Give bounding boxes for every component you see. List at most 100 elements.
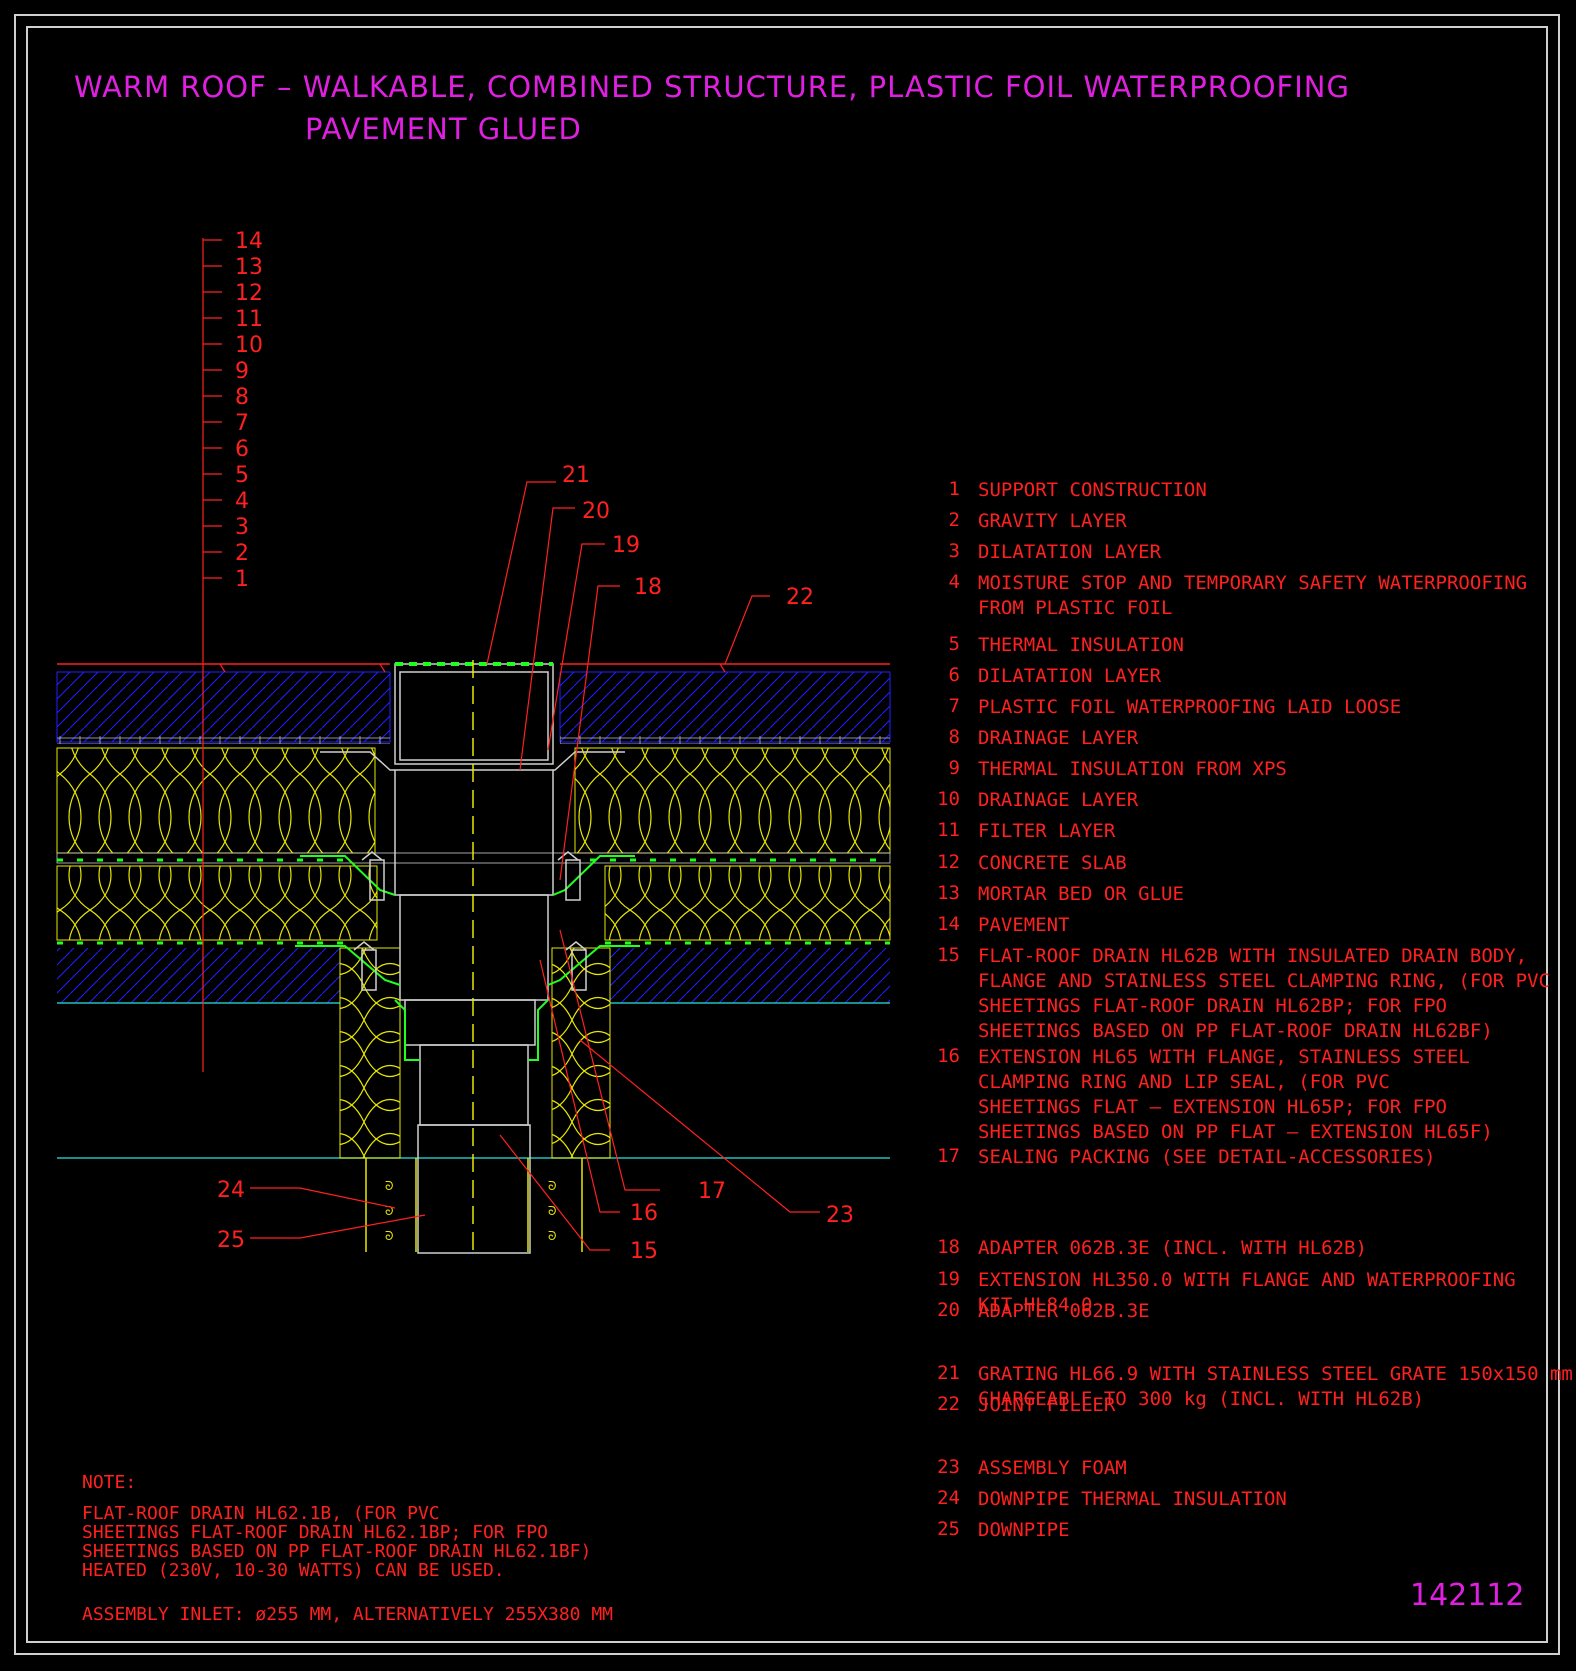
- legend-number: 10: [937, 788, 960, 810]
- layer-tag: 12: [235, 281, 263, 306]
- callout-15: 15: [630, 1239, 658, 1264]
- drawing-border-inner: [26, 26, 1548, 1643]
- concrete-slab: [57, 948, 890, 1159]
- pavement-layer: [56, 663, 891, 744]
- clamping-bolts: [353, 851, 587, 991]
- layer-tag: 2: [235, 541, 249, 566]
- legend-text: ASSEMBLY FOAM: [978, 1457, 1127, 1479]
- legend-number: 19: [937, 1268, 960, 1290]
- callout-25: 25: [217, 1228, 245, 1253]
- legend-text: GRAVITY LAYER: [978, 510, 1127, 532]
- xps-insulation-upper: [56, 747, 891, 854]
- callout-17: 17: [698, 1179, 726, 1204]
- layer-tag: 14: [235, 229, 263, 254]
- legend-text: FLAT-ROOF DRAIN HL62B WITH INSULATED DRA…: [978, 945, 1550, 1042]
- layer-tag: 13: [235, 255, 263, 280]
- callout-22: 22: [786, 585, 814, 610]
- legend-text: GRATING HL66.9 WITH STAINLESS STEEL GRAT…: [978, 1363, 1573, 1410]
- legend-number: 3: [948, 540, 960, 562]
- layer-tag: 11: [235, 307, 263, 332]
- callout-leaders: [219, 481, 820, 1251]
- legend-text: CONCRETE SLAB: [978, 852, 1127, 874]
- assembly-foam: [339, 947, 611, 1159]
- layer-tag: 5: [235, 463, 249, 488]
- legend-text: SEALING PACKING (SEE DETAIL-ACCESSORIES): [978, 1146, 1436, 1168]
- legend-number: 22: [937, 1393, 960, 1415]
- legend-number: 4: [948, 571, 960, 593]
- svg-text:ᘐ: ᘐ: [548, 1179, 556, 1193]
- downpipe: [365, 660, 583, 1252]
- legend-number: 14: [937, 913, 960, 935]
- layer-tag-leader: [202, 238, 222, 1072]
- legend-text: SUPPORT CONSTRUCTION: [978, 479, 1207, 501]
- callout-numbers: 21 20 19 18 22 17 16 15 23 24 25: [217, 463, 854, 1264]
- legend-text: EXTENSION HL65 WITH FLANGE, STAINLESS ST…: [978, 1046, 1493, 1143]
- downpipe-insulation-marks: ᘐᘐᘐ ᘐᘐᘐ: [385, 1179, 556, 1243]
- layer-tag: 8: [235, 385, 249, 410]
- legend-number: 11: [937, 819, 960, 841]
- legend-text: THERMAL INSULATION FROM XPS: [978, 758, 1287, 780]
- legend-number: 13: [937, 882, 960, 904]
- legend-number: 15: [937, 944, 960, 966]
- legend-text: THERMAL INSULATION: [978, 634, 1184, 656]
- callout-19: 19: [612, 533, 640, 558]
- layer-tag: 10: [235, 333, 263, 358]
- legend-text: DILATATION LAYER: [978, 541, 1162, 563]
- legend-text: MOISTURE STOP AND TEMPORARY SAFETY WATER…: [978, 572, 1528, 619]
- legend-number: 16: [937, 1045, 960, 1067]
- legend-text: DRAINAGE LAYER: [978, 789, 1139, 811]
- legend-text: DILATATION LAYER: [978, 665, 1162, 687]
- legend-number: 12: [937, 851, 960, 873]
- callout-20: 20: [582, 499, 610, 524]
- title-line-2: PAVEMENT GLUED: [305, 112, 582, 146]
- legend-number: 2: [948, 509, 960, 531]
- legend-number: 17: [937, 1145, 960, 1167]
- note-heading: NOTE:: [82, 1472, 137, 1493]
- legend-number: 20: [937, 1299, 960, 1321]
- thermal-insulation: [56, 865, 891, 941]
- legend-text: MORTAR BED OR GLUE: [978, 883, 1184, 905]
- layer-tag: 9: [235, 359, 249, 384]
- legend-text: ADAPTER 062B.3E (INCL. WITH HL62B): [978, 1237, 1367, 1259]
- svg-text:ᘐ: ᘐ: [385, 1229, 393, 1243]
- title-line-1: WARM ROOF – WALKABLE, COMBINED STRUCTURE…: [74, 70, 1350, 104]
- legend-text: DOWNPIPE: [978, 1519, 1070, 1541]
- legend-number: 18: [937, 1236, 960, 1258]
- layer-tag: 4: [235, 489, 249, 514]
- legend-number: 6: [948, 664, 960, 686]
- callout-23: 23: [826, 1203, 854, 1228]
- callout-16: 16: [630, 1201, 658, 1226]
- callout-24: 24: [217, 1178, 245, 1203]
- svg-text:ᘐ: ᘐ: [548, 1204, 556, 1218]
- legend-text: PAVEMENT: [978, 914, 1070, 936]
- callout-18: 18: [634, 575, 662, 600]
- note-inlet: ASSEMBLY INLET: ø255 MM, ALTERNATIVELY 2…: [82, 1604, 614, 1625]
- legend-text: DRAINAGE LAYER: [978, 727, 1139, 749]
- legend-number: 24: [937, 1487, 960, 1509]
- legend-text: ADAPTER 062B.3E: [978, 1300, 1150, 1322]
- layer-tag: 1: [235, 567, 249, 592]
- legend-number: 23: [937, 1456, 960, 1478]
- drawing-border-outer: [14, 14, 1560, 1655]
- layer-tag: 6: [235, 437, 249, 462]
- note-body: FLAT-ROOF DRAIN HL62.1B, (FOR PVC SHEETI…: [82, 1503, 592, 1581]
- svg-text:ᘐ: ᘐ: [385, 1179, 393, 1193]
- layer-tag: 3: [235, 515, 249, 540]
- layer-tag: 7: [235, 411, 249, 436]
- legend-text: PLASTIC FOIL WATERPROOFING LAID LOOSE: [978, 696, 1402, 718]
- legend-number: 8: [948, 726, 960, 748]
- callout-21: 21: [562, 463, 590, 488]
- legend-text: EXTENSION HL350.0 WITH FLANGE AND WATERP…: [978, 1269, 1516, 1316]
- layer-tags: 14 13 12 11 10 9 8 7 6 5 4 3 2 1: [235, 229, 263, 592]
- legend-number: 1: [948, 478, 960, 500]
- legend-number: 7: [948, 695, 960, 717]
- svg-text:ᘐ: ᘐ: [385, 1204, 393, 1218]
- legend-text: DOWNPIPE THERMAL INSULATION: [978, 1488, 1287, 1510]
- legend-text: JOINT FILLER: [978, 1394, 1116, 1416]
- legend-number: 25: [937, 1518, 960, 1540]
- legend-number: 9: [948, 757, 960, 779]
- drain-body: [295, 662, 640, 1254]
- drawing-number: 142112: [1410, 1578, 1525, 1613]
- legend-text: FILTER LAYER: [978, 820, 1116, 842]
